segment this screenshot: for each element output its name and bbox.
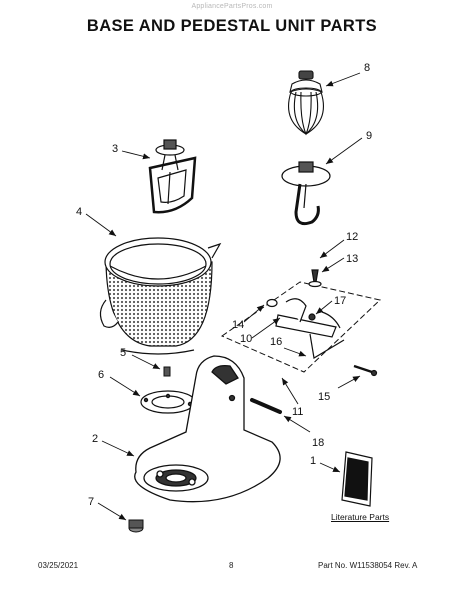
leader-lines [85, 72, 363, 521]
callout-10: 10 [240, 333, 252, 345]
callout-17: 17 [334, 295, 346, 307]
callout-16: 16 [270, 336, 282, 348]
callout-8: 8 [364, 62, 370, 74]
mixing-bowl-part [99, 237, 222, 355]
dough-hook-part [281, 161, 331, 226]
literature-parts-label: Literature Parts [331, 512, 390, 522]
footer-part-number: Part No. W11538054 Rev. A [318, 561, 418, 570]
hinge-pin-assembly [266, 269, 378, 377]
base-pedestal-part [134, 355, 281, 503]
callout-18: 18 [312, 437, 324, 449]
callout-5: 5 [120, 347, 126, 359]
callout-13: 13 [346, 253, 358, 265]
literature-booklet-part [341, 451, 373, 507]
callout-12: 12 [346, 231, 358, 243]
callout-4: 4 [76, 206, 82, 218]
page-title: BASE AND PEDESTAL UNIT PARTS [86, 17, 378, 35]
callout-11: 11 [292, 406, 303, 418]
rubber-foot-part [128, 519, 144, 533]
screw-part [163, 366, 171, 377]
footer-date: 03/25/2021 [38, 561, 79, 570]
pedestal-pin-part [250, 398, 282, 414]
wire-whip-part [288, 70, 324, 136]
callout-6: 6 [98, 369, 104, 381]
callout-3: 3 [112, 143, 118, 155]
callout-1: 1 [310, 455, 316, 467]
collar-ring-part [140, 390, 196, 414]
callout-2: 2 [92, 433, 98, 445]
callout-7: 7 [88, 496, 94, 508]
callout-9: 9 [366, 130, 372, 142]
flat-beater-part [148, 139, 197, 214]
callout-numbers: 8 3 9 4 12 13 17 14 10 16 5 6 15 11 2 18… [76, 62, 372, 508]
footer-page-number: 8 [229, 561, 234, 570]
callout-15: 15 [318, 391, 330, 403]
watermark: AppliancePartsPros.com [191, 3, 273, 10]
callout-14: 14 [232, 319, 244, 331]
